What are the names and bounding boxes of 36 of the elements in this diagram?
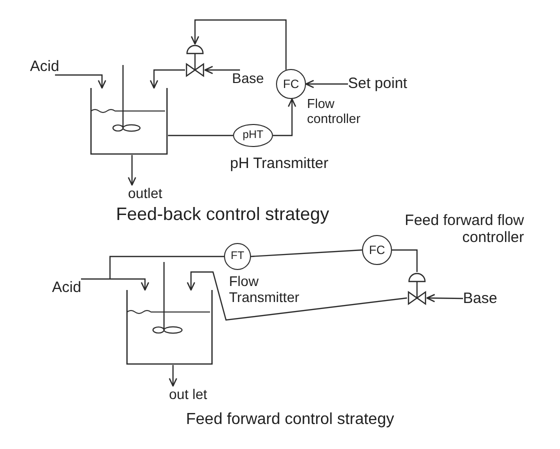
control-valve — [407, 272, 427, 306]
outlet-label: out let — [169, 386, 208, 402]
instrument-bubble: FT — [224, 243, 251, 270]
diagram-caption: Feed-back control strategy — [116, 204, 330, 226]
instrument-bubble: FC — [276, 69, 306, 99]
stream-label: Acid — [52, 279, 82, 296]
diagram-caption: Feed forward control strategy — [186, 410, 394, 430]
mixing-tank — [90, 88, 168, 155]
instrument-caption: Flow controller — [307, 96, 360, 126]
stream-label: Base — [232, 70, 264, 87]
arrow — [204, 66, 240, 74]
connector-line — [392, 249, 418, 272]
connector-line — [250, 249, 362, 258]
instrument-caption: Feed forward flow controller — [404, 212, 524, 246]
arrow — [273, 98, 296, 136]
instrument-bubble: pHT — [233, 124, 273, 147]
control-valve — [185, 44, 205, 78]
connector-line — [168, 134, 233, 136]
instrument-caption: pH Transmitter — [230, 155, 328, 172]
setpoint-label: Set point — [348, 75, 408, 92]
arrow — [168, 365, 178, 387]
mixing-tank — [126, 290, 213, 365]
arrow — [190, 19, 287, 70]
connector-line — [109, 256, 224, 279]
instrument-caption: Flow Transmitter — [229, 273, 300, 305]
arrow — [426, 294, 463, 302]
arrow — [186, 271, 408, 321]
stream-label: Base — [463, 290, 498, 307]
arrow — [305, 80, 348, 88]
arrow — [55, 74, 106, 89]
outlet-label: outlet — [128, 185, 162, 201]
arrow — [150, 69, 185, 89]
arrow — [81, 278, 150, 291]
instrument-bubble: FC — [362, 235, 392, 265]
stream-label: Acid — [30, 58, 60, 75]
arrow — [128, 155, 136, 186]
